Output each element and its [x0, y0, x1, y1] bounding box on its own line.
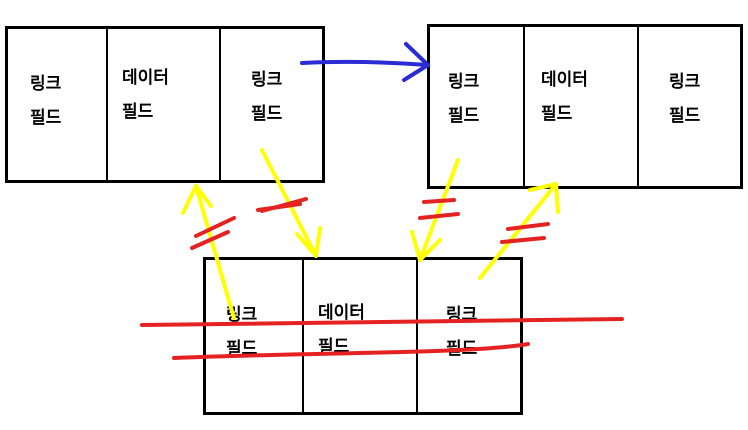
strike-mark [190, 230, 230, 250]
strike-mark [500, 236, 546, 244]
strike-mark [260, 197, 308, 213]
strike-mark [422, 198, 456, 204]
strike-mark [194, 216, 236, 238]
strike-mark [256, 202, 302, 212]
strike-mark [506, 222, 550, 231]
strike-mark [418, 212, 460, 220]
